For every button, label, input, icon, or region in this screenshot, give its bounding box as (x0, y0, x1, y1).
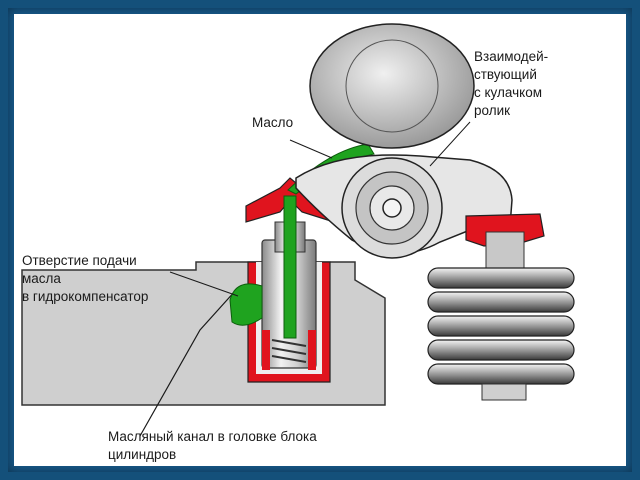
label-oil: Масло (252, 115, 294, 130)
oil-channel (139, 289, 237, 437)
leader-lines (169, 121, 471, 297)
lifter-spring (271, 339, 307, 363)
label-feed-2: масла (22, 271, 61, 286)
oil-feed-hole (229, 283, 263, 326)
label-feed-1: Отверстие подачи (22, 253, 137, 268)
label-roller-1: Взаимодей- (474, 49, 549, 64)
roller-axle-icon (382, 198, 402, 218)
label-feed-3: в гидрокомпенсатор (22, 289, 149, 304)
label-roller-4: ролик (474, 103, 511, 118)
valve-stem (481, 383, 527, 401)
camshaft-lobe (309, 23, 475, 149)
label-channel-2: цилиндров (108, 447, 177, 462)
label-roller-2: ствующий (474, 67, 537, 82)
label-channel-1: Масляный канал в головке блока (108, 429, 317, 444)
valve-spring (427, 267, 575, 385)
oil-passage (283, 195, 297, 339)
label-roller-3: с кулачком (474, 85, 542, 100)
